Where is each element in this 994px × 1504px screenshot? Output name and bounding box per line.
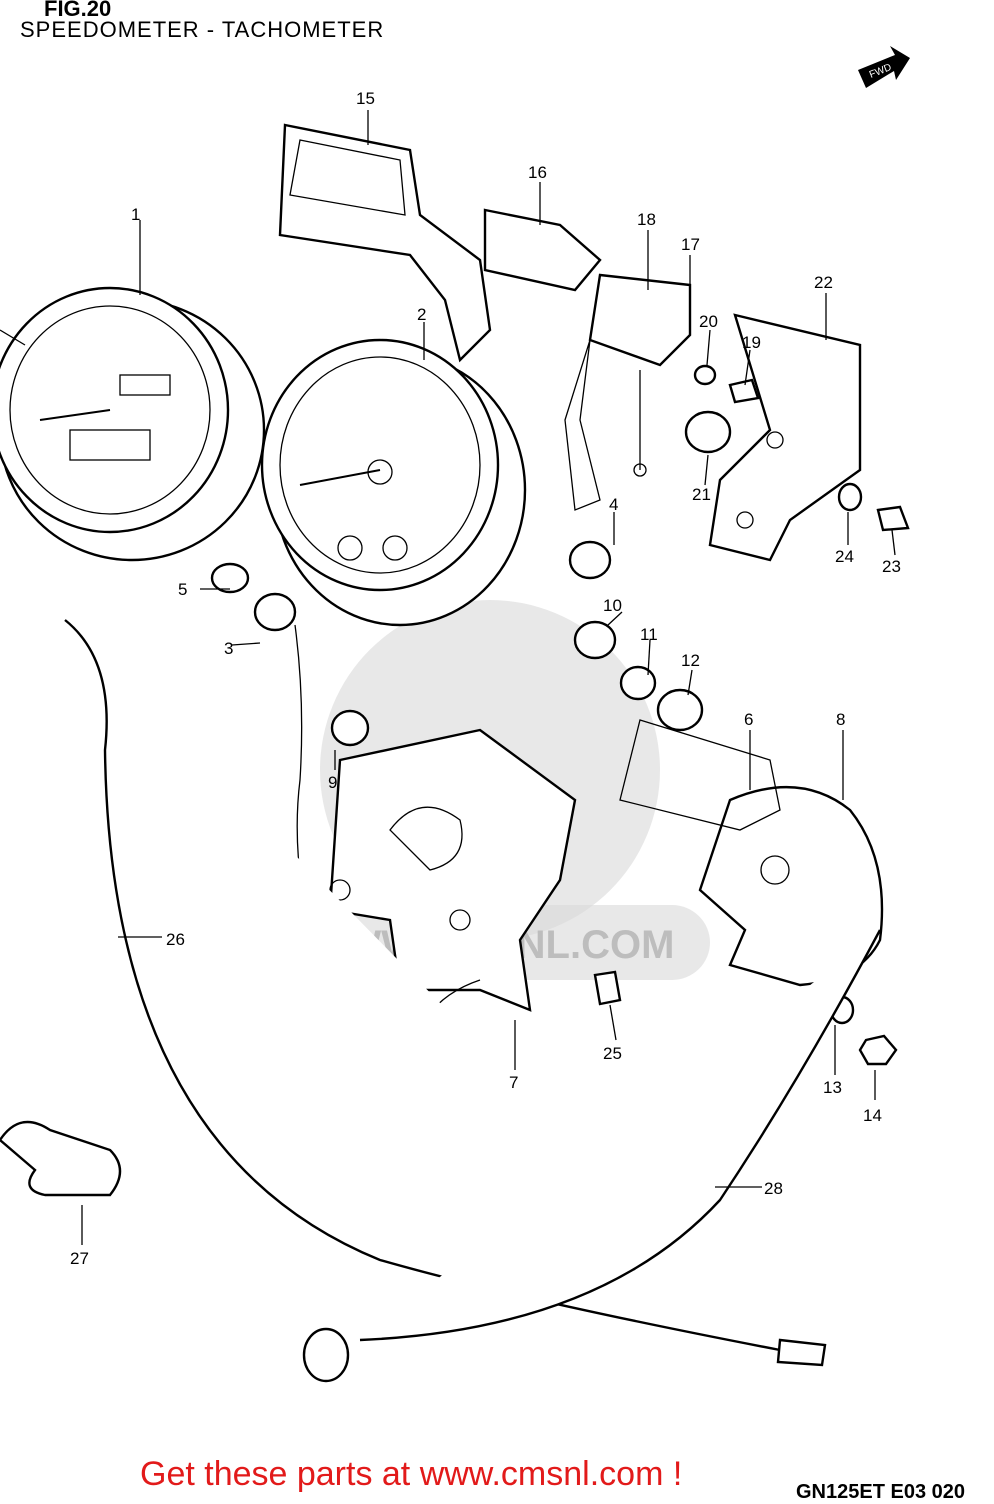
callout-24: 24 xyxy=(835,547,854,566)
get-parts-link[interactable]: Get these parts at www.cmsnl.com ! xyxy=(140,1455,683,1493)
callout-6: 6 xyxy=(744,710,753,729)
speedometer xyxy=(0,286,266,562)
side-cover-22 xyxy=(708,313,862,562)
cable-grommet xyxy=(0,1120,122,1197)
meter-bracket xyxy=(328,728,577,1012)
callout-14: 14 xyxy=(863,1106,882,1125)
fwd-arrow-icon: FWD xyxy=(858,46,910,88)
callout-17: 17 xyxy=(681,235,700,254)
callout-12: 12 xyxy=(681,651,700,670)
callout-5: 5 xyxy=(178,580,187,599)
fasteners xyxy=(684,364,910,532)
callout-16: 16 xyxy=(528,163,547,182)
callout-26: 26 xyxy=(166,930,185,949)
callout-11: 11 xyxy=(640,625,658,644)
callout-3: 3 xyxy=(224,639,233,658)
callout-23: 23 xyxy=(882,557,901,576)
diagram-title: SPEEDOMETER - TACHOMETER xyxy=(20,17,385,42)
bracket-17 xyxy=(564,273,692,511)
callout-13: 13 xyxy=(823,1078,842,1097)
tachometer-cable xyxy=(302,929,882,1383)
grommets xyxy=(330,540,704,747)
figure-number: FIG.20 xyxy=(44,0,112,21)
callout-20: 20 xyxy=(699,312,718,331)
callout-18: 18 xyxy=(637,210,656,229)
diagram-code: GN125ET E03 020 xyxy=(796,1481,965,1503)
callout-19: 19 xyxy=(742,333,761,352)
callout-15: 15 xyxy=(356,89,375,108)
callout-8: 8 xyxy=(836,710,845,729)
callout-21: 21 xyxy=(692,485,711,504)
meter-cover xyxy=(278,123,602,363)
callout-27: 27 xyxy=(70,1249,89,1268)
callout-7: 7 xyxy=(509,1073,518,1092)
callout-2: 2 xyxy=(417,305,426,324)
leader-lines xyxy=(81,110,896,1245)
callout-28: 28 xyxy=(764,1179,783,1198)
callout-9: 9 xyxy=(328,773,337,792)
callout-labels: 1 2 3 4 5 6 7 8 9 10 11 12 13 14 15 16 1… xyxy=(70,89,901,1268)
callout-1: 1 xyxy=(131,205,140,224)
callout-25: 25 xyxy=(603,1044,622,1063)
tachometer xyxy=(260,338,527,627)
callout-4: 4 xyxy=(609,495,618,514)
callout-10: 10 xyxy=(603,596,622,615)
callout-22: 22 xyxy=(814,273,833,292)
